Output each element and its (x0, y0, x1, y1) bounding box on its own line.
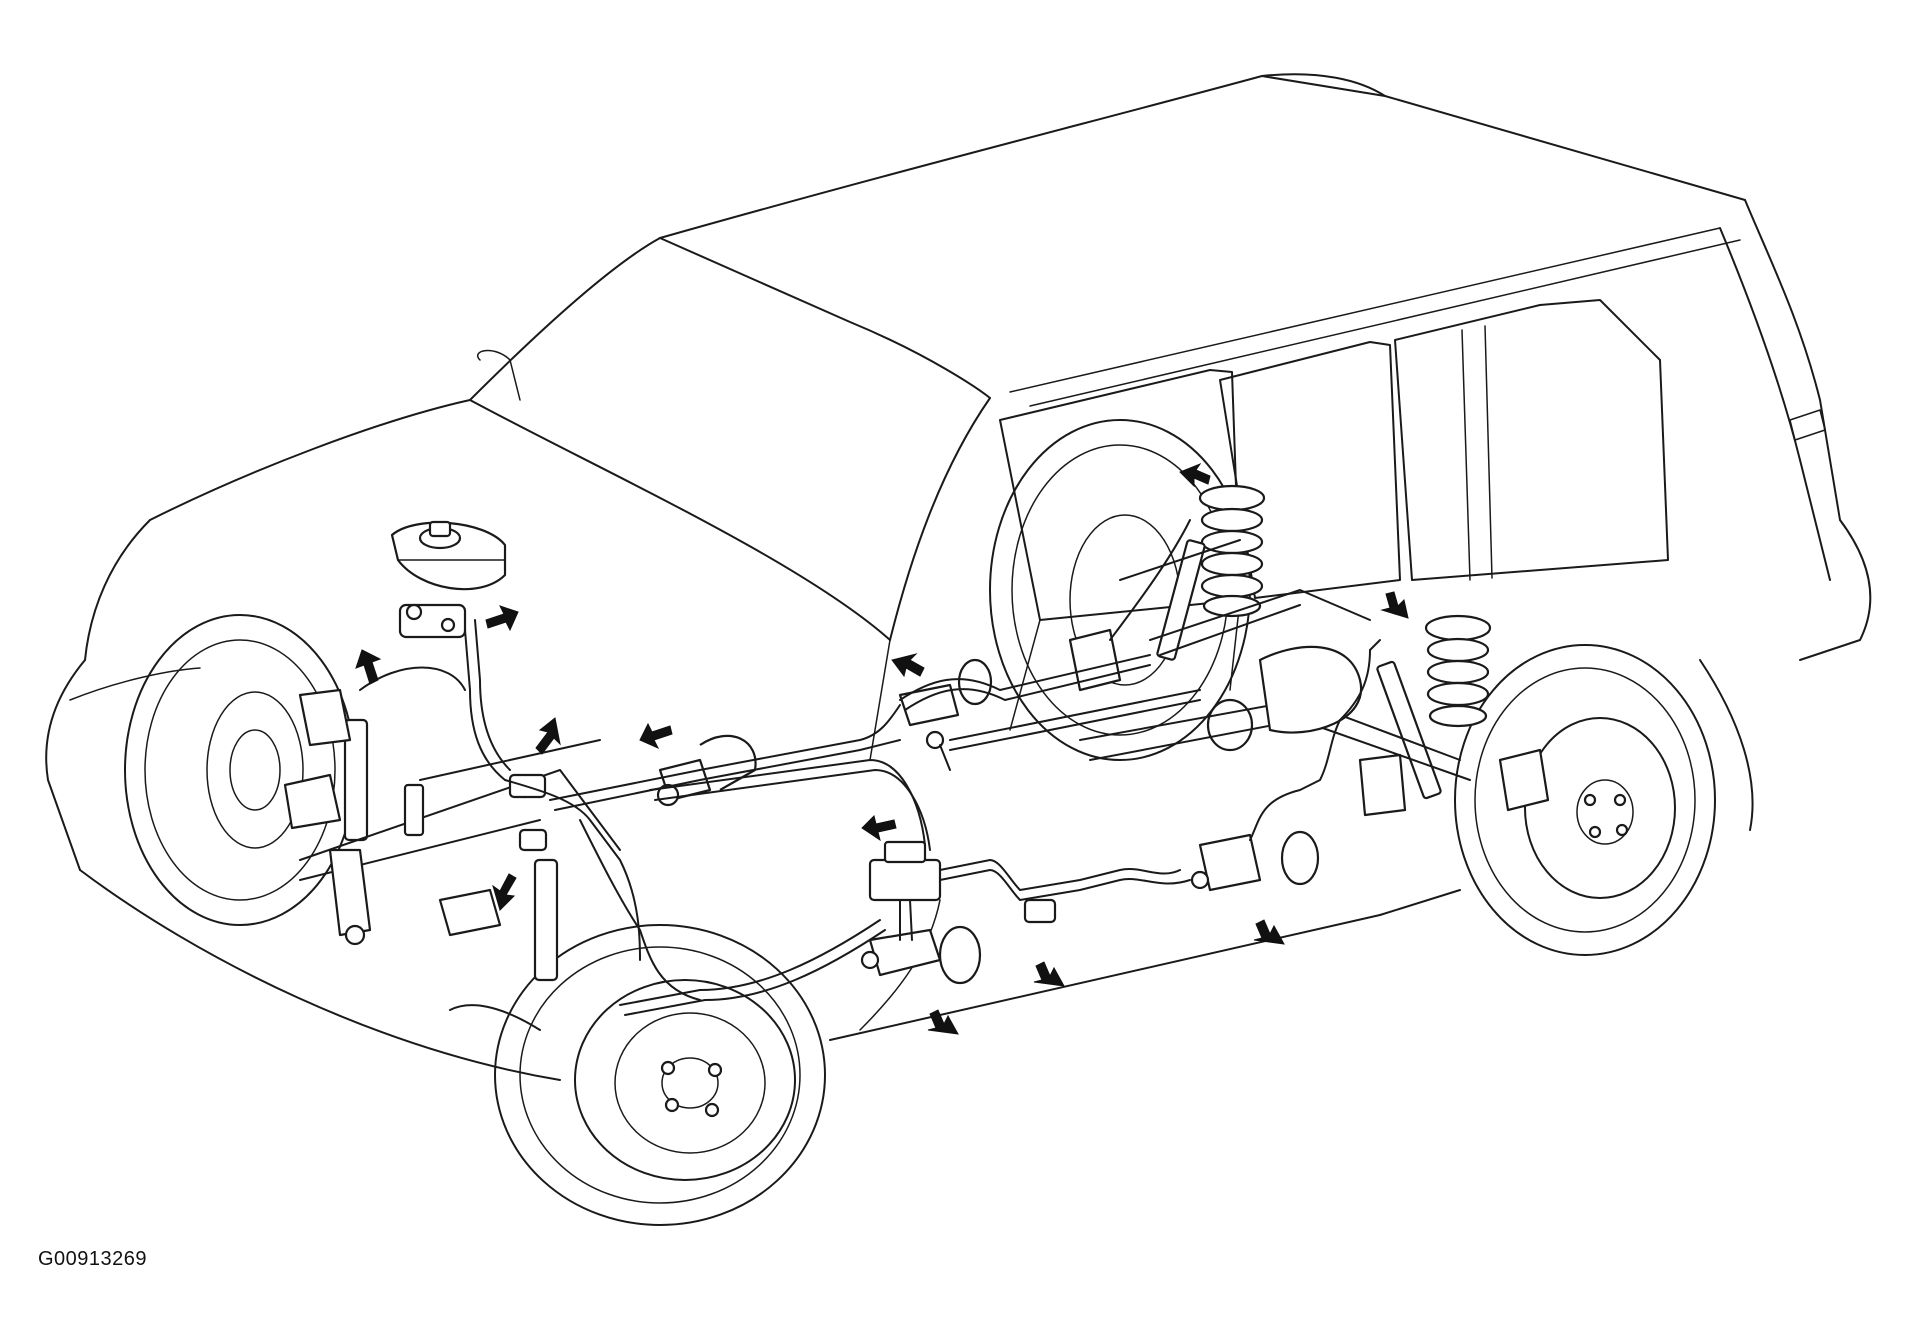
arrow-front-left-caliper (355, 649, 382, 685)
front-left-wheel (124, 614, 356, 926)
arrow-rear-load-valve (1253, 919, 1285, 945)
figure-id-label: G00913269 (38, 1248, 148, 1270)
brake-actuator-front (656, 734, 757, 807)
center-junction-block (1023, 898, 1057, 924)
arrow-front-lower-fitting (492, 873, 517, 911)
brake-disc-caliper-fl (283, 688, 352, 830)
rear-suspension (949, 484, 1492, 800)
arrow-rear-left-caliper (1179, 462, 1211, 488)
arrow-rear-right-caliper (1380, 591, 1409, 619)
rear-right-wheel (1454, 644, 1716, 956)
arrow-rear-upper-valve (891, 653, 925, 678)
brake-caliper-rl (1068, 628, 1122, 692)
brake-master-cylinder (390, 520, 507, 639)
vehicle-body-outline (45, 73, 1872, 1081)
arrow-center-junction (1033, 961, 1065, 987)
arrow-booster-lower (927, 1009, 959, 1035)
arrow-master-cylinder (485, 605, 519, 632)
brake-booster-lower (860, 925, 982, 985)
callout-arrows (355, 462, 1409, 1035)
load-sensing-valve-rear (1190, 830, 1320, 892)
arrow-front-left-fitting (535, 717, 561, 755)
front-right-wheel (494, 924, 826, 1226)
front-suspension (299, 718, 621, 1031)
brake-lines (359, 519, 1381, 1016)
brake-actuator-center (868, 840, 942, 902)
rear-right-coil-spring (1424, 614, 1492, 728)
brake-caliper-rr (1358, 748, 1550, 817)
brake-valve-upper-rear (898, 658, 993, 771)
arrow-front-actuator (639, 722, 673, 750)
rear-left-coil-spring (1198, 484, 1266, 618)
arrow-center-actuator (861, 815, 897, 842)
